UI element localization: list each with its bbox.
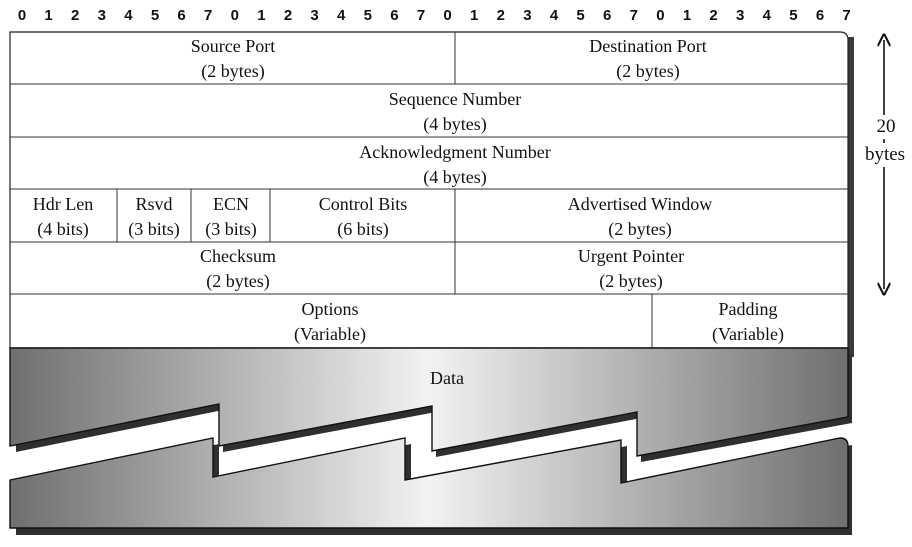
control-bits-label: Control Bits	[319, 194, 408, 214]
bit-number: 0	[656, 7, 665, 24]
advertised-window-size: (2 bytes)	[608, 219, 671, 240]
bit-number: 5	[150, 7, 160, 24]
bit-number: 0	[443, 7, 452, 24]
urgent-pointer-label: Urgent Pointer	[578, 246, 684, 266]
padding-label: Padding	[718, 299, 777, 319]
bit-number: 3	[97, 7, 106, 24]
ecn-size: (3 bits)	[205, 219, 257, 240]
bit-number: 7	[842, 7, 851, 24]
bit-number: 2	[71, 7, 80, 24]
destination-port-label: Destination Port	[589, 36, 707, 56]
bit-number: 4	[337, 7, 346, 24]
source-port-label: Source Port	[191, 36, 276, 56]
bit-number: 1	[470, 7, 479, 24]
checksum-label: Checksum	[200, 246, 276, 266]
acknowledgment-number-size: (4 bytes)	[423, 167, 486, 188]
header-box	[9, 31, 849, 349]
destination-port-size: (2 bytes)	[616, 61, 679, 82]
header-size-value: 20	[866, 115, 906, 139]
hdr-len-size: (4 bits)	[37, 219, 89, 240]
bit-number: 2	[496, 7, 505, 24]
bit-number: 7	[629, 7, 638, 24]
data-label: Data	[430, 368, 464, 388]
header-size-unit: bytes	[858, 143, 912, 167]
bit-number: 1	[44, 7, 53, 24]
rsvd-size: (3 bits)	[128, 219, 180, 240]
bit-number: 6	[603, 7, 612, 24]
bit-number: 5	[789, 7, 798, 24]
data-lower-piece	[9, 437, 849, 529]
bit-number: 7	[416, 7, 426, 24]
padding-size: (Variable)	[712, 324, 784, 345]
bit-number: 4	[549, 7, 559, 24]
bit-number: 6	[390, 7, 399, 24]
bit-number: 5	[363, 7, 372, 24]
ecn-label: ECN	[213, 194, 249, 214]
control-bits-size: (6 bits)	[337, 219, 389, 240]
source-port-size: (2 bytes)	[201, 61, 264, 82]
bit-number: 3	[310, 7, 319, 24]
bit-number: 4	[762, 7, 771, 24]
bit-number: 6	[815, 7, 825, 24]
hdr-len-label: Hdr Len	[33, 194, 93, 214]
rsvd-label: Rsvd	[135, 194, 172, 214]
acknowledgment-number-label: Acknowledgment Number	[359, 142, 550, 162]
checksum-size: (2 bytes)	[206, 271, 269, 292]
bit-number: 2	[709, 7, 718, 24]
bit-number: 1	[682, 7, 692, 24]
bit-number: 6	[177, 7, 186, 24]
data-upper-piece	[9, 347, 849, 457]
options-label: Options	[301, 299, 358, 319]
bit-number: 0	[17, 7, 27, 24]
bit-number: 3	[523, 7, 532, 24]
advertised-window-label: Advertised Window	[568, 194, 712, 214]
bit-number: 4	[124, 7, 133, 24]
field-dividers	[116, 32, 653, 348]
sequence-number-label: Sequence Number	[389, 89, 521, 109]
bit-number: 2	[283, 7, 293, 24]
bit-number: 3	[736, 7, 745, 24]
bit-number: 5	[576, 7, 585, 24]
bit-number: 7	[204, 7, 213, 24]
urgent-pointer-size: (2 bytes)	[599, 271, 662, 292]
options-size: (Variable)	[294, 324, 366, 345]
bit-number: 1	[257, 7, 266, 24]
sequence-number-size: (4 bytes)	[423, 114, 486, 135]
bit-number: 0	[230, 7, 239, 24]
